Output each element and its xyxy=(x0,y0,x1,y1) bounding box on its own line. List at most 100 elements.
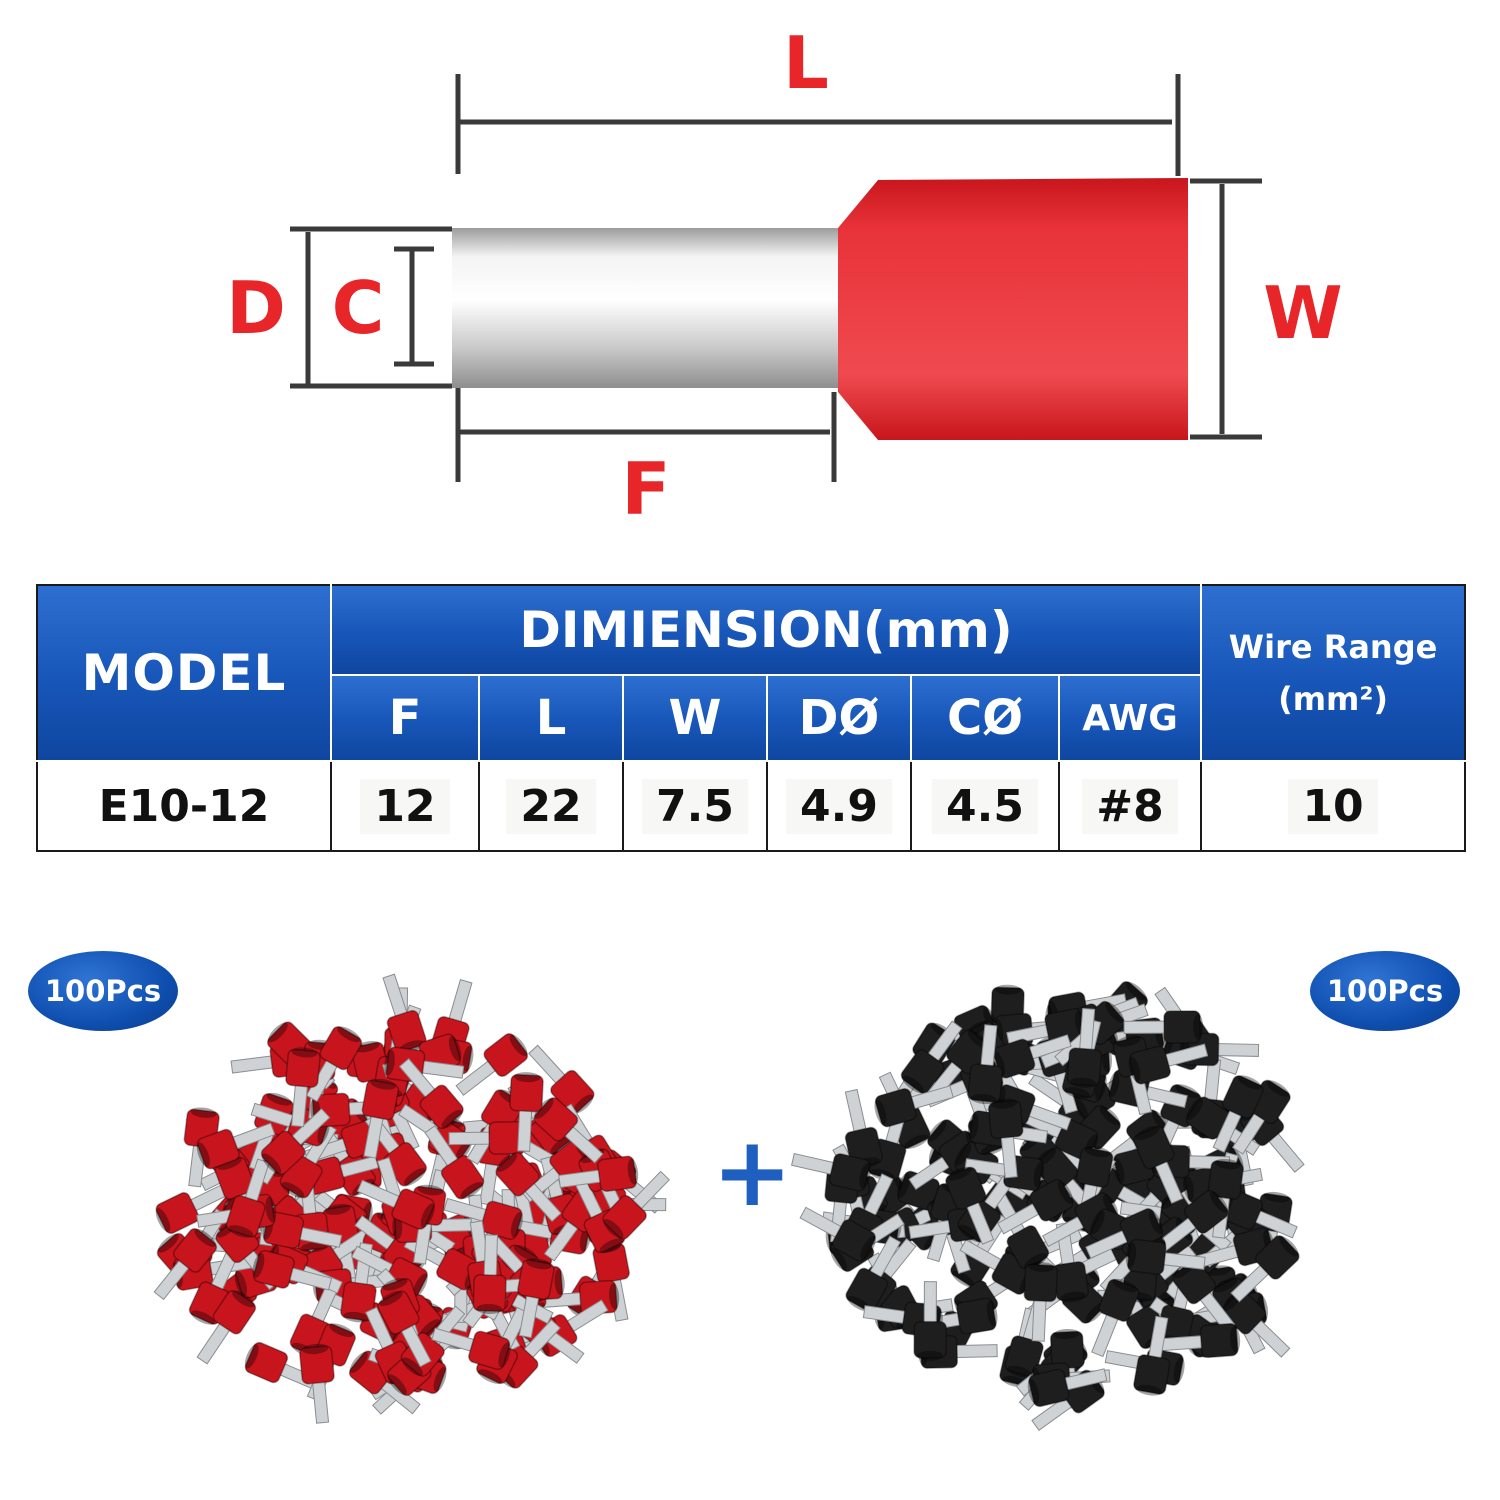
red-ferrule xyxy=(340,1242,377,1323)
cell-awg-value: #8 xyxy=(1082,778,1178,834)
ferrule-insulation-collar xyxy=(838,178,1188,440)
black-ferrule xyxy=(1123,1010,1204,1044)
red-ferrule xyxy=(509,1072,544,1152)
red-ferrule xyxy=(398,1058,464,1130)
black-ferrule xyxy=(1185,1096,1261,1156)
black-ferrule xyxy=(1128,1043,1209,1085)
cell-awg: #8 xyxy=(1057,760,1203,852)
black-ferrule xyxy=(1230,1235,1300,1303)
cell-l: 22 xyxy=(478,760,624,852)
red-ferrule xyxy=(382,973,427,1053)
dim-label-c: C xyxy=(332,266,385,350)
red-ferrule xyxy=(443,1197,523,1240)
black-ferrule xyxy=(993,1192,1050,1270)
red-ferrule xyxy=(533,1097,604,1164)
black-ferrule xyxy=(1207,1158,1244,1239)
cell-l-value: 22 xyxy=(506,778,596,834)
black-ferrule xyxy=(945,1166,995,1245)
cell-f: 12 xyxy=(330,760,480,852)
black-quantity-badge: 100Pcs xyxy=(1310,951,1460,1031)
red-ferrule xyxy=(558,1155,639,1193)
model-header: MODEL xyxy=(36,584,332,762)
black-ferrule xyxy=(1160,1322,1241,1359)
plus-icon: + xyxy=(712,1116,793,1228)
cell-c-value: 4.5 xyxy=(932,778,1038,834)
column-header-f: F xyxy=(330,674,480,762)
black-ferrule xyxy=(1125,1238,1206,1275)
black-ferrule xyxy=(1172,1259,1236,1333)
cell-f-value: 12 xyxy=(360,778,450,834)
red-ferrules xyxy=(153,973,670,1424)
red-ferrule xyxy=(285,1047,321,1128)
black-ferrule xyxy=(967,1024,1004,1105)
black-ferrule xyxy=(1091,1278,1140,1358)
red-ferrule xyxy=(377,1290,432,1368)
red-ferrule xyxy=(602,1170,670,1240)
dim-label-d: D xyxy=(226,266,286,350)
table-header-row: MODEL DIMIENSION(mm) Wire Range (mm²) xyxy=(36,584,1467,762)
cell-wire-range-value: 10 xyxy=(1288,778,1378,834)
red-ferrule xyxy=(155,1181,233,1235)
black-ferrule xyxy=(997,1178,1074,1235)
red-ferrule xyxy=(472,1234,507,1315)
black-ferrule xyxy=(799,1206,876,1262)
black-ferrule xyxy=(987,1098,1024,1179)
cell-d-value: 4.9 xyxy=(786,778,892,834)
cell-w-value: 7.5 xyxy=(642,778,748,834)
ferrule-metal-tube xyxy=(452,228,844,388)
red-ferrule xyxy=(153,1228,218,1301)
red-ferrule-pile xyxy=(153,973,1305,1431)
black-ferrule xyxy=(900,1020,963,1094)
red-ferrule xyxy=(431,1327,511,1371)
red-ferrule xyxy=(305,1025,363,1103)
dim-label-f: F xyxy=(621,447,670,531)
dim-label-w: W xyxy=(1263,271,1342,355)
black-ferrule xyxy=(791,1152,871,1192)
red-ferrule xyxy=(424,1125,485,1200)
red-ferrule xyxy=(196,1122,276,1170)
black-ferrule xyxy=(1052,1222,1090,1303)
black-ferrule xyxy=(1066,1007,1103,1088)
column-header-l: L xyxy=(478,674,624,762)
red-quantity-badge: 100Pcs xyxy=(28,951,178,1031)
black-ferrule xyxy=(1023,1261,1059,1342)
column-header-d: DØ xyxy=(766,674,912,762)
red-ferrule xyxy=(455,1033,529,1096)
wire-range-header-line2: (mm²) xyxy=(1278,680,1389,718)
table-subheader-row: F L W DØ CØ AWG xyxy=(37,674,1465,762)
spec-table: MODEL DIMIENSION(mm) Wire Range (mm²) F … xyxy=(36,584,1467,852)
table-row: E10-12 12 22 7.5 4.9 4.5 #8 10 xyxy=(36,760,1467,852)
ferrule-dimension-diagram: L D C W F xyxy=(226,21,1343,531)
red-ferrule xyxy=(539,1279,620,1315)
black-ferrule xyxy=(913,1281,947,1361)
black-ferrule xyxy=(1156,1189,1229,1253)
black-ferrule xyxy=(1133,1315,1171,1396)
red-ferrule xyxy=(361,1078,400,1159)
black-ferrule xyxy=(1212,1075,1264,1153)
red-ferrule xyxy=(244,1341,323,1392)
black-ferrule xyxy=(874,1085,954,1128)
red-ferrule xyxy=(252,1249,333,1291)
black-ferrule xyxy=(1027,1368,1108,1408)
red-ferrule xyxy=(299,1343,335,1424)
red-ferrule xyxy=(495,1151,562,1222)
cell-model: E10-12 xyxy=(36,760,332,852)
dimension-header: DIMIENSION(mm) xyxy=(329,584,1203,676)
black-ferrule xyxy=(1006,1008,1087,1046)
wire-range-header: Wire Range (mm²) xyxy=(1200,584,1467,762)
red-ferrule xyxy=(196,1289,257,1365)
red-ferrule xyxy=(356,1179,435,1230)
cell-c: 4.5 xyxy=(910,760,1060,852)
product-bundles: 100Pcs 100Pcs + xyxy=(0,900,1500,1500)
black-ferrule xyxy=(992,1034,1072,1079)
red-ferrule xyxy=(225,1158,270,1238)
column-header-awg: AWG xyxy=(1057,674,1203,762)
dim-label-l: L xyxy=(783,21,829,105)
black-ferrules xyxy=(791,981,1305,1431)
black-ferrule xyxy=(1133,1125,1184,1204)
cell-d: 4.9 xyxy=(766,760,912,852)
cell-w: 7.5 xyxy=(622,760,768,852)
column-header-c: CØ xyxy=(910,674,1060,762)
wire-range-header-line1: Wire Range xyxy=(1228,628,1438,666)
red-ferrule xyxy=(517,1258,555,1339)
